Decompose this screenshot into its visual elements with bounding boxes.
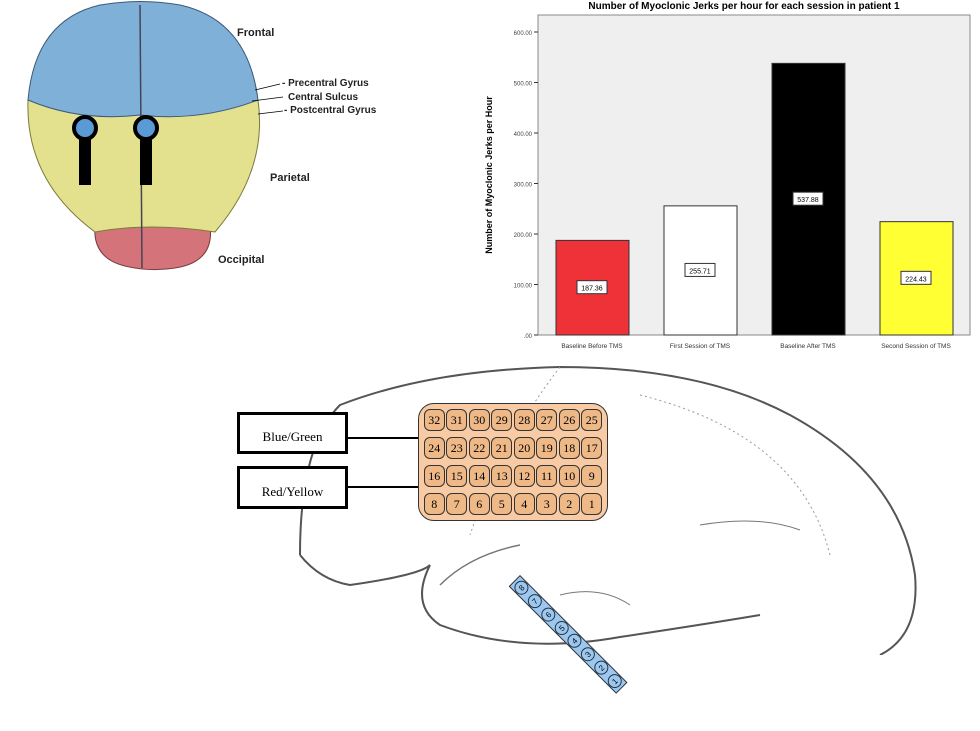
grid-electrode: 2: [558, 493, 580, 515]
electrode-right: [133, 115, 159, 185]
grid-electrode: 19: [536, 437, 558, 459]
grid-electrode: 12: [513, 465, 535, 487]
y-tick-label: 100.00: [514, 284, 533, 290]
grid-electrode: 29: [491, 409, 513, 431]
data-label: 537.88: [797, 197, 819, 204]
label-frontal: Frontal: [237, 27, 275, 39]
x-tick-label: Baseline After TMS: [780, 343, 836, 350]
grid-electrode: 4: [513, 493, 535, 515]
data-label: 255.71: [689, 268, 711, 275]
label-parietal: Parietal: [270, 172, 310, 184]
electrode-left: [72, 115, 98, 185]
grid-electrode: 26: [558, 409, 580, 431]
grid-electrode: 25: [581, 409, 603, 431]
brain-top-view: [27, 1, 284, 271]
label-red-yellow: Red/Yellow: [237, 466, 348, 509]
frontal-lobe: [27, 1, 259, 118]
label-central-sulcus: Central Sulcus: [288, 92, 359, 103]
grid-electrode: 18: [558, 437, 580, 459]
grid-electrode: 10: [558, 465, 580, 487]
chart-title: Number of Myoclonic Jerks per hour for e…: [588, 1, 900, 12]
grid-electrode: 22: [468, 437, 490, 459]
grid-electrode: 8: [423, 493, 445, 515]
grid-electrode: 17: [581, 437, 603, 459]
grid-electrode: 21: [491, 437, 513, 459]
label-blue-green: Blue/Green: [237, 412, 348, 454]
y-tick-label: 300.00: [514, 183, 533, 189]
y-tick-label: 400.00: [514, 132, 533, 138]
data-label: 224.43: [905, 276, 927, 283]
grid-electrode: 14: [468, 465, 490, 487]
data-label: 187.36: [581, 286, 603, 293]
strip-contact: 2: [591, 657, 612, 678]
grid-electrode: 16: [423, 465, 445, 487]
data-label-box: [684, 262, 716, 277]
x-tick-label: Second Session of TMS: [881, 343, 951, 350]
connector-line: [348, 437, 418, 439]
bar-chart: Number of Myoclonic Jerks per hour for e…: [484, 1, 971, 350]
grid-electrode: 28: [513, 409, 535, 431]
grid-electrode: 3: [536, 493, 558, 515]
grid-electrode: 9: [581, 465, 603, 487]
x-tick-label: Baseline Before TMS: [561, 343, 623, 350]
label-occipital: Occipital: [218, 254, 265, 266]
y-tick-label: 200.00: [514, 233, 533, 239]
grid-electrode: 24: [423, 437, 445, 459]
data-label-box: [576, 280, 608, 295]
grid-electrode: 15: [446, 465, 468, 487]
strip-contact: 1: [604, 670, 625, 691]
grid-electrode: 7: [446, 493, 468, 515]
bar: [771, 62, 846, 336]
grid-electrode: 1: [581, 493, 603, 515]
y-tick-label: 500.00: [514, 82, 533, 88]
grid-electrode: 5: [491, 493, 513, 515]
grid-electrode: 30: [468, 409, 490, 431]
grid-electrode: 6: [468, 493, 490, 515]
y-tick-label: .00: [524, 334, 533, 340]
grid-electrode: 31: [446, 409, 468, 431]
data-label-box: [792, 191, 824, 206]
x-tick-label: First Session of TMS: [670, 343, 731, 350]
grid-electrode: 27: [536, 409, 558, 431]
grid-electrode: 32: [423, 409, 445, 431]
grid-electrode: 11: [536, 465, 558, 487]
grid-electrode: 13: [491, 465, 513, 487]
data-label-box: [900, 270, 932, 285]
y-tick-label: 600.00: [514, 31, 533, 37]
y-axis-label: Number of Myoclonic Jerks per Hour: [484, 96, 494, 254]
label-postcentral-gyrus: - Postcentral Gyrus: [284, 105, 377, 116]
connector-line: [348, 486, 418, 488]
grid-electrode: 20: [513, 437, 535, 459]
grid-electrode: 23: [446, 437, 468, 459]
label-precentral-gyrus: - Precentral Gyrus: [282, 78, 369, 89]
